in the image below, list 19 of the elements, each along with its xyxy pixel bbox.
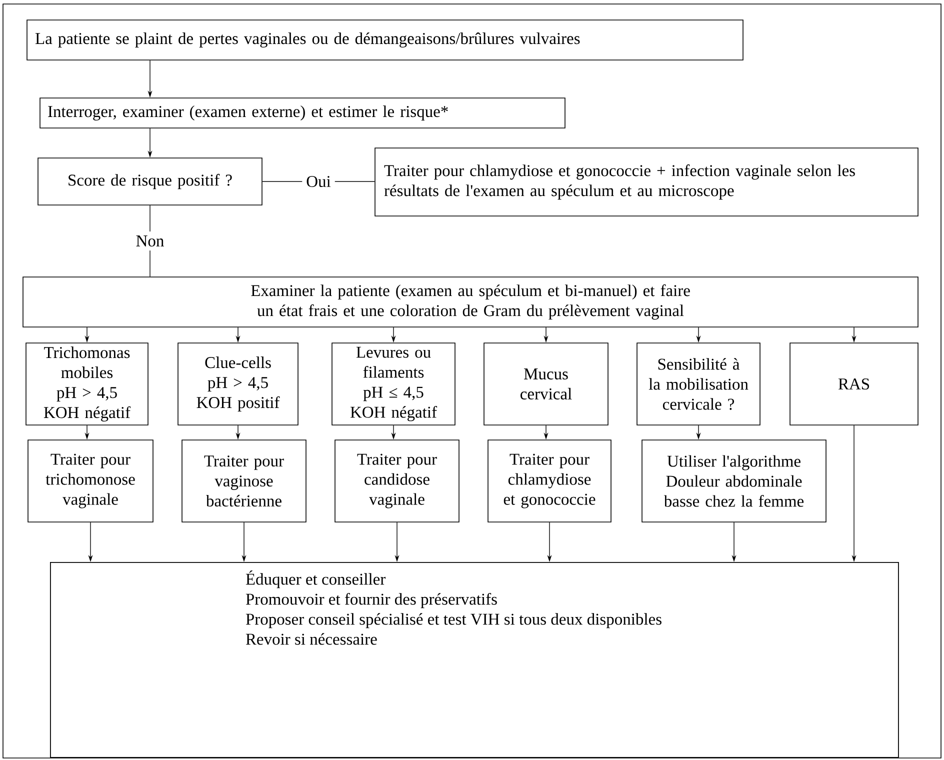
process-box: Interroger, examiner (examen externe) et estimer le risque* [40,98,566,128]
finding-box: Trichomonas mobiles pH > 4,5 KOH négatif [26,342,148,426]
treatment-box: Traiter pour vaginose bactérienne [182,440,306,522]
question-box: Score de risque positif ? [38,158,262,206]
finding-box: Mucus cervical [484,342,608,426]
action-box: Éduquer et conseiller Promouvoir et fournir des préservatifs Proposer conseil spécialisé et test VIH si tous deux disponibles Revoir si nécessaire [50,562,899,758]
treatment-box: Traiter pour candidose vaginale [334,440,460,522]
treatment-box: Traiter pour chlamydiose et gonococcie [488,440,612,522]
finding-box: Sensibilité à la mobilisation cervicale ? [636,342,760,426]
finding-box: RAS [790,342,918,426]
treatment-box: Utiliser l'algorithme Douleur abdominale basse chez la femme [642,440,826,522]
finding-box: Levures ou filaments pH ≤ 4,5 KOH négatif [332,342,456,426]
edge-label: Non [132,232,168,250]
finding-box: Clue-cells pH > 4,5 KOH positif [178,342,298,426]
process-box: La patiente se plaint de pertes vaginales ou de démangeaisons/brûlures vulvaires [26,20,744,60]
process-box: Examiner la patiente (examen au spéculum et bi-manuel) et faire un état frais et une coloration de Gram du prélèvement vaginal [22,276,918,328]
treatment-box: Traiter pour trichomonose vaginale [28,440,154,522]
edge-label: Oui [302,172,335,192]
treatment-box: Traiter pour chlamydiose et gonococcie + infection vaginale selon les résultats de l'examen au spéculum et au microscope [374,148,918,216]
